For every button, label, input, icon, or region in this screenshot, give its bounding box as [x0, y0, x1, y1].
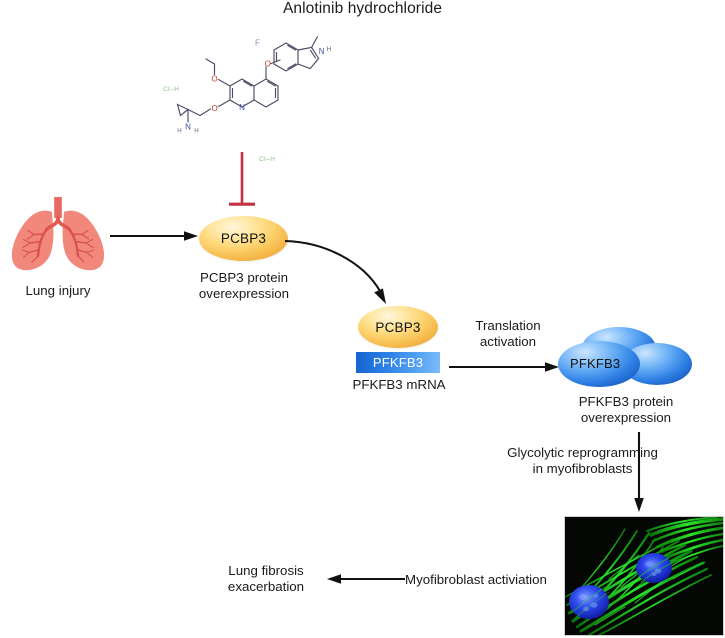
lung-injury-label: Lung injury	[25, 283, 91, 298]
atom-label-amine-n: N	[185, 123, 191, 132]
node-pcbp3-protein-label: PCBP3	[220, 231, 267, 246]
lung-fibrosis-line1: Lung fibrosis	[228, 563, 304, 578]
atom-label-f: F	[255, 39, 260, 48]
node-pfkfb3-mrna-label: PFKFB3	[372, 355, 424, 370]
node-pcbp3-on-mrna: PCBP3	[358, 306, 438, 348]
node-pcbp3-on-mrna-label: PCBP3	[375, 319, 421, 335]
atom-label-ether-o-bottom: O	[211, 104, 217, 113]
pfkfb3-blob-front	[558, 341, 640, 387]
glycolysis-label-line2: in myofibroblasts	[532, 461, 633, 476]
atom-label-amine-h2: H	[194, 128, 198, 135]
arrow-glycolytic-reprogramming	[630, 432, 648, 514]
inhibition-arrow-drug-to-pcbp3	[222, 150, 262, 212]
lung-fibrosis-line2: exacerbation	[227, 579, 305, 594]
atom-label-indole-h: H	[327, 46, 331, 53]
atom-label-indole-n: N	[319, 47, 325, 56]
atom-label-amine-h1: H	[177, 128, 181, 135]
curved-arrow-pcbp3-to-mrna	[283, 228, 405, 308]
anlotinib-skeletal-svg: F N H O O O N N H H	[176, 36, 331, 135]
node-pcbp3-protein: PCBP3	[199, 216, 288, 261]
pcbp3-caption-line1: PCBP3 protein	[200, 270, 288, 285]
node-pfkfb3-mrna-box: PFKFB3	[356, 352, 440, 373]
myofibroblast-immunofluorescence	[564, 516, 724, 636]
arrow-injury-to-pcbp3	[110, 226, 200, 246]
pfkfb3-caption-line1: PFKFB3 protein	[578, 394, 674, 409]
atom-label-methoxy-o: O	[211, 75, 217, 84]
translation-label-line2: activation	[479, 334, 537, 349]
pfkfb3-caption-line2: overexpression	[580, 410, 672, 425]
node-pfkfb3-protein: PFKFB3	[556, 327, 694, 389]
pcbp3-caption-line2: overexpression	[198, 286, 290, 301]
counterion-label-right: Cl–H	[259, 156, 276, 163]
arrow-translation-activation	[449, 358, 561, 376]
lung-right-lobe	[62, 210, 105, 271]
nucleus-lower	[569, 585, 609, 619]
figure-title: Anlotinib hydrochloride	[282, 0, 443, 17]
pfkfb3-mrna-caption: PFKFB3 mRNA	[352, 377, 446, 392]
myofibroblast-activation-label: Myofibroblast activiation	[405, 572, 547, 587]
translation-label-line1: Translation	[475, 318, 541, 333]
arrow-myofibroblast-activation	[327, 570, 405, 588]
glycolysis-label-line1: Glycolytic reprogramming	[507, 445, 658, 460]
node-pfkfb3-protein-label: PFKFB3	[570, 356, 621, 371]
lungs-icon	[6, 194, 110, 276]
atom-label-quinoline-n: N	[239, 103, 245, 112]
atom-label-ether-o-top: O	[265, 60, 271, 69]
counterion-label-left: Cl–H	[163, 86, 180, 93]
lung-left-lobe	[11, 210, 54, 271]
nucleus-upper	[636, 553, 672, 583]
anlotinib-structure: F N H O O O N N H H	[150, 14, 380, 144]
